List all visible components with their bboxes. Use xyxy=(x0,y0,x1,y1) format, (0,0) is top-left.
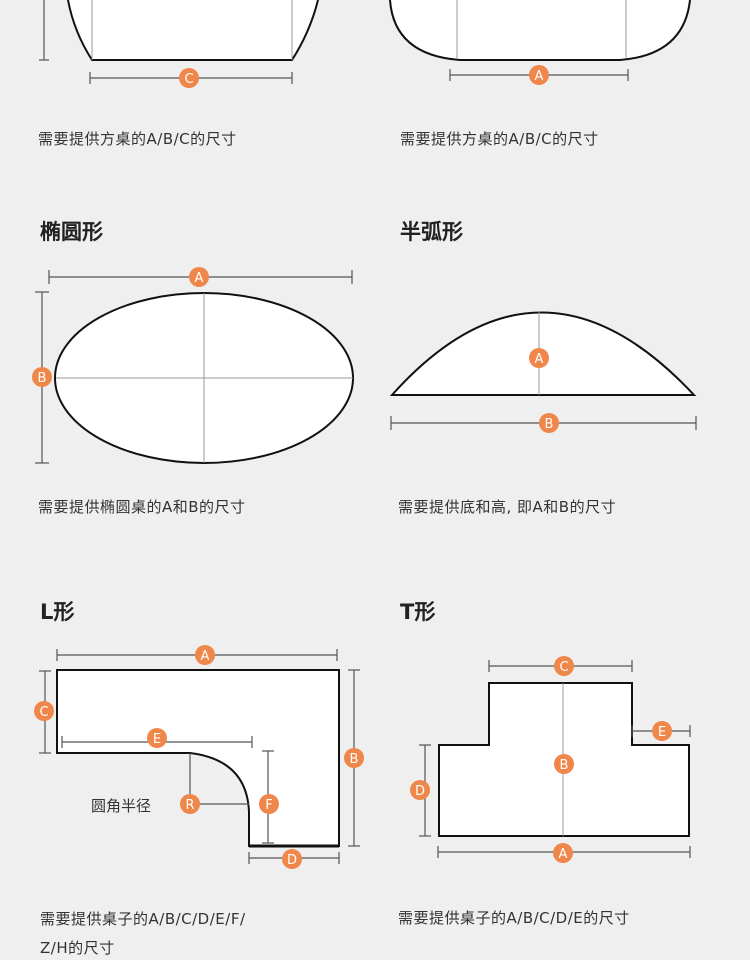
caption-arc: 需要提供底和高, 即A和B的尺寸 xyxy=(398,498,617,516)
marker-a-top-right: A xyxy=(529,65,549,85)
svg-text:C: C xyxy=(184,72,193,87)
svg-text:A: A xyxy=(559,847,568,862)
marker-c-top-left: C xyxy=(179,68,199,88)
svg-text:R: R xyxy=(185,798,194,813)
heading-ellipse: 椭圆形 xyxy=(40,220,103,244)
svg-text:D: D xyxy=(287,853,297,868)
svg-text:F: F xyxy=(265,798,272,813)
marker-c-t: C xyxy=(554,656,574,676)
caption-ellipse: 需要提供椭圆桌的A和B的尺寸 xyxy=(38,498,246,516)
top-right-shape xyxy=(389,0,691,81)
svg-text:A: A xyxy=(195,271,204,286)
caption-l-shape-line1: 需要提供桌子的A/B/C/D/E/F/ xyxy=(40,910,246,928)
caption-l-shape-line2: Z/H的尺寸 xyxy=(40,939,115,957)
svg-text:B: B xyxy=(560,758,569,773)
arc-shape xyxy=(389,311,697,430)
svg-text:A: A xyxy=(535,69,544,84)
ellipse-shape xyxy=(35,270,354,464)
marker-d-l: D xyxy=(282,849,302,869)
marker-b-arc: B xyxy=(539,413,559,433)
marker-r-l: R xyxy=(180,794,200,814)
marker-b-l: B xyxy=(344,748,364,768)
marker-e-t: E xyxy=(652,721,672,741)
caption-t-shape: 需要提供桌子的A/B/C/D/E的尺寸 xyxy=(398,909,630,927)
l-shape xyxy=(39,649,360,864)
dimension-markers: C A A B A B A xyxy=(32,65,672,869)
marker-a-arc: A xyxy=(529,348,549,368)
svg-text:B: B xyxy=(545,417,554,432)
svg-text:A: A xyxy=(535,352,544,367)
marker-f-l: F xyxy=(259,794,279,814)
svg-text:A: A xyxy=(201,649,210,664)
svg-text:E: E xyxy=(153,732,161,747)
marker-b-t: B xyxy=(554,754,574,774)
corner-radius-label: 圆角半径 xyxy=(91,797,152,815)
marker-c-l: C xyxy=(34,701,54,721)
marker-a-t: A xyxy=(553,843,573,863)
heading-t-shape: T形 xyxy=(400,600,436,624)
heading-arc: 半弧形 xyxy=(400,220,463,244)
marker-a-l: A xyxy=(195,645,215,665)
top-left-shape xyxy=(39,0,319,84)
svg-text:C: C xyxy=(39,705,48,720)
marker-a-ellipse: A xyxy=(189,267,209,287)
t-shape xyxy=(419,660,691,858)
caption-top-right: 需要提供方桌的A/B/C的尺寸 xyxy=(400,130,599,148)
svg-text:C: C xyxy=(559,660,568,675)
heading-l-shape: L形 xyxy=(40,600,75,624)
marker-e-l: E xyxy=(147,728,167,748)
svg-text:E: E xyxy=(658,725,666,740)
marker-b-ellipse: B xyxy=(32,367,52,387)
caption-top-left: 需要提供方桌的A/B/C的尺寸 xyxy=(38,130,237,148)
svg-text:B: B xyxy=(38,371,47,386)
svg-text:B: B xyxy=(350,752,359,767)
svg-text:D: D xyxy=(415,784,425,799)
marker-d-t: D xyxy=(410,780,430,800)
